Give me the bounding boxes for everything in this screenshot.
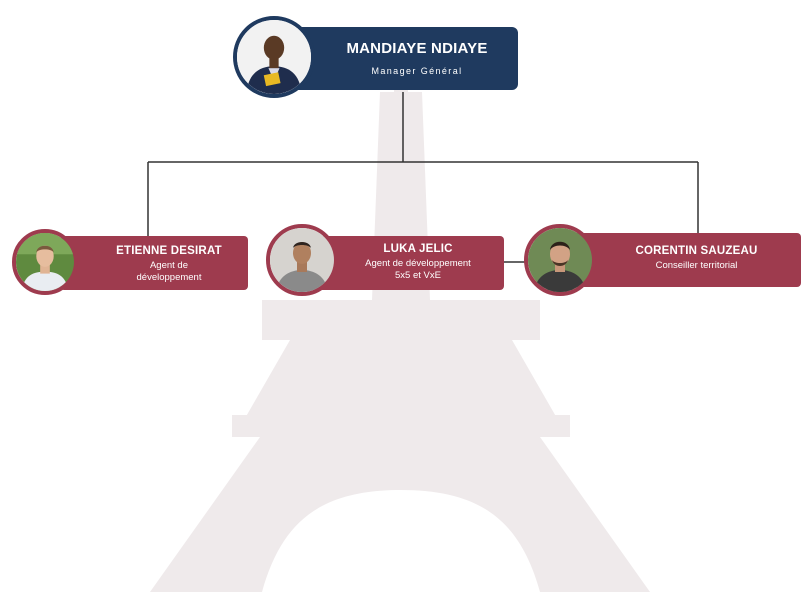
manager-avatar <box>233 16 315 98</box>
team-member-name: CORENTIN SAUZEAU <box>635 245 758 257</box>
manager-role: Manager Général <box>371 66 463 76</box>
team-member-card: ETIENNE DESIRAT Agent de développement <box>60 236 248 290</box>
person-photo-icon <box>16 233 74 291</box>
person-photo-icon <box>237 20 311 94</box>
team-member-name: LUKA JELIC <box>383 243 453 255</box>
team-member-role: Agent de développement <box>136 260 202 283</box>
manager-name: MANDIAYE NDIAYE <box>346 40 488 57</box>
team-member-avatar <box>266 224 338 296</box>
team-member-card: CORENTIN SAUZEAU Conseiller territorial <box>568 233 801 287</box>
team-member-role: Agent de développement 5x5 et VxE <box>365 258 471 281</box>
team-member-avatar <box>12 229 78 295</box>
team-member-role: Conseiller territorial <box>655 260 738 271</box>
team-member-avatar <box>524 224 596 296</box>
team-member-card: LUKA JELIC Agent de développement 5x5 et… <box>310 236 504 290</box>
person-photo-icon <box>528 228 592 292</box>
person-photo-icon <box>270 228 334 292</box>
team-member-name: ETIENNE DESIRAT <box>116 245 222 257</box>
